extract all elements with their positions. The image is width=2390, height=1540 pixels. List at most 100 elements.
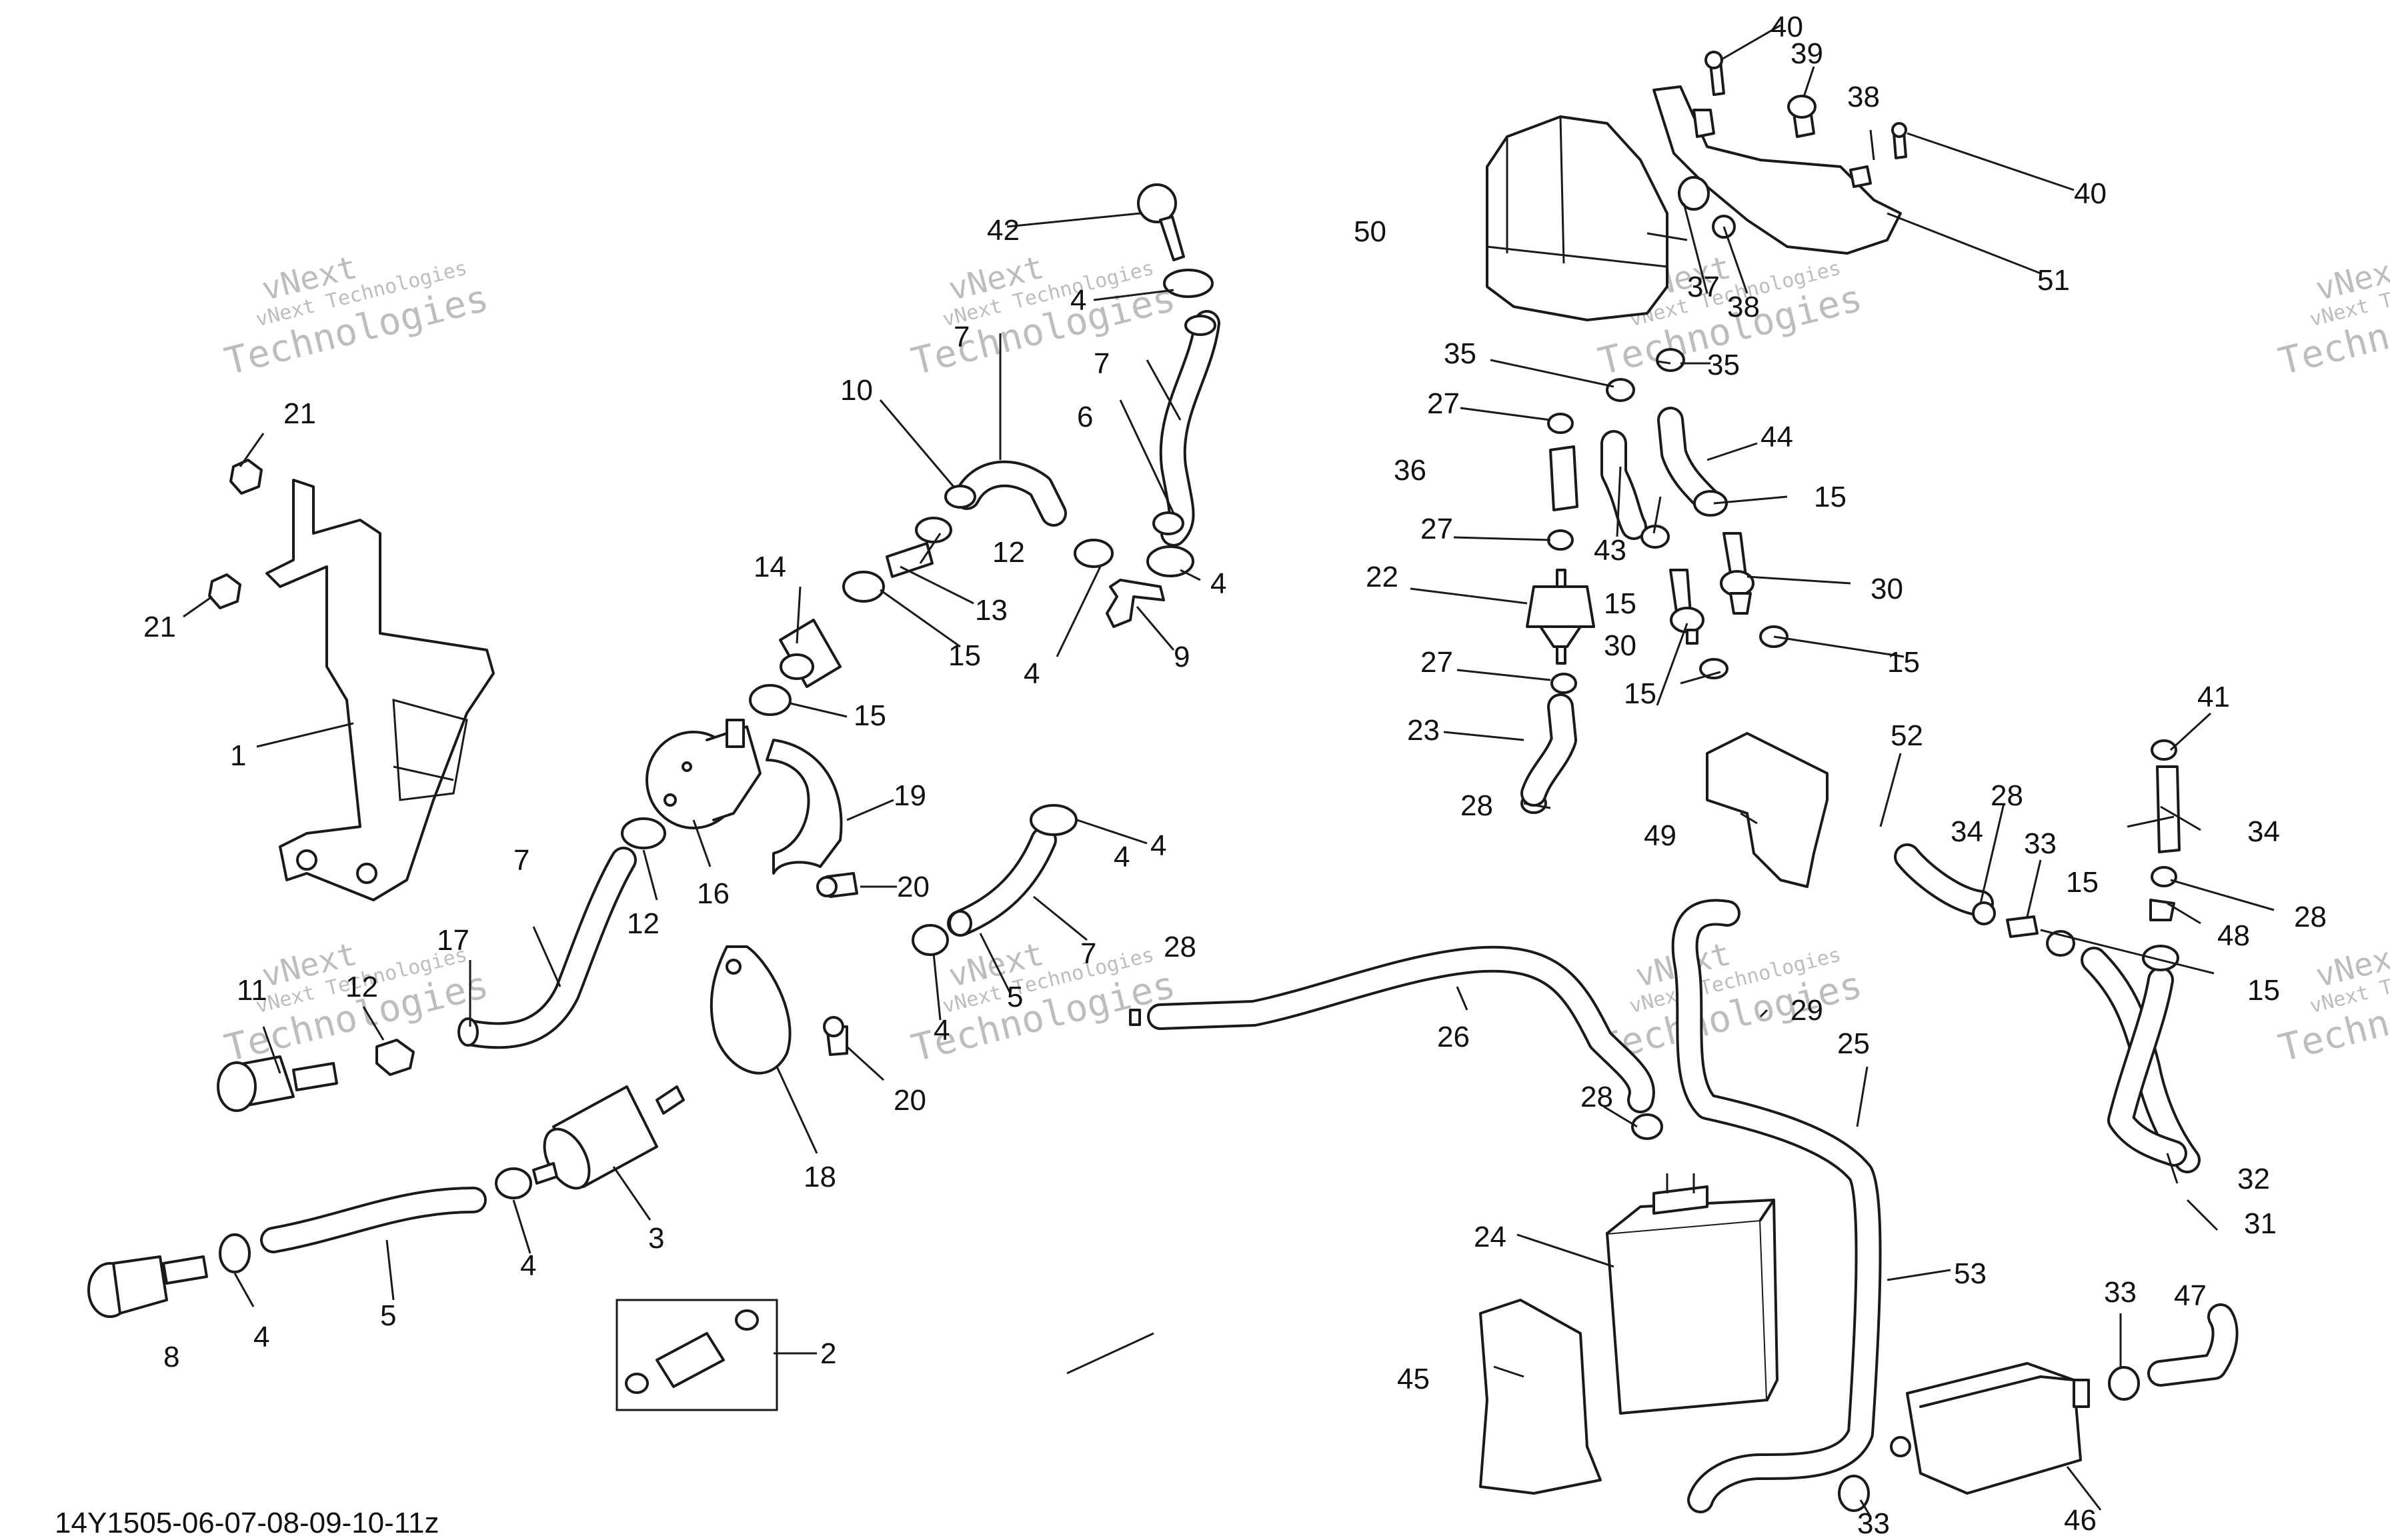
tank-bracket-part [1652, 85, 1902, 255]
callout-15: 15 [1604, 587, 1636, 620]
callout-47: 47 [2174, 1279, 2207, 1312]
callout-51: 51 [2037, 264, 2070, 297]
callout-3: 3 [648, 1222, 664, 1255]
watermark-7: vNext vNext Technologies Technologies [2275, 249, 2390, 384]
callout-7: 7 [1080, 937, 1096, 970]
callout-26: 26 [1437, 1021, 1470, 1053]
callout-33: 33 [2024, 827, 2057, 860]
callout-21: 21 [283, 397, 316, 430]
callout-4: 4 [253, 1321, 269, 1353]
callout-8: 8 [163, 1341, 179, 1373]
callout-11: 11 [237, 974, 267, 1007]
callout-35: 35 [1444, 337, 1476, 370]
check-valve-30-part [1720, 532, 1754, 615]
callout-46: 46 [2064, 1504, 2097, 1536]
callout-30: 30 [1604, 629, 1636, 662]
callout-28: 28 [1164, 931, 1196, 963]
callout-16: 16 [697, 877, 730, 910]
callout-labels: 1 2 3 4 4 4 4 4 4 4 4 5 5 6 7 7 7 7 8 9 … [143, 11, 2327, 1536]
callout-4: 4 [1210, 567, 1226, 600]
callout-28: 28 [1580, 1081, 1613, 1113]
banjo-fitting-part [1137, 183, 1177, 223]
callout-28: 28 [1460, 789, 1493, 822]
leader-lines [183, 24, 2275, 1517]
callout-9: 9 [1174, 641, 1190, 673]
fuel-pump-part [646, 719, 762, 829]
callout-28: 28 [1991, 779, 2023, 812]
callout-4: 4 [1150, 829, 1166, 862]
callout-4: 4 [1024, 657, 1040, 690]
bracket-part [265, 479, 495, 901]
canister-shield-part [1479, 1299, 1602, 1495]
callout-20: 20 [894, 1084, 926, 1117]
callout-15: 15 [1887, 646, 1920, 679]
callout-37: 37 [1687, 271, 1720, 303]
callout-43: 43 [1594, 534, 1626, 567]
callout-33: 33 [1857, 1507, 1890, 1536]
callout-45: 45 [1397, 1363, 1430, 1395]
callout-5: 5 [1007, 981, 1023, 1013]
callout-15: 15 [854, 699, 886, 732]
callout-27: 27 [1427, 387, 1460, 420]
callout-6: 6 [1077, 401, 1093, 433]
nut-21-upper-part [229, 459, 263, 495]
callout-40: 40 [1770, 11, 1803, 43]
pump-bracket-part [766, 739, 843, 875]
evap-canister-part [1606, 1173, 1778, 1415]
callout-28: 28 [2294, 901, 2327, 933]
nut-21-lower-part [208, 573, 241, 609]
callout-4: 4 [934, 1014, 950, 1047]
callout-14: 14 [754, 551, 786, 583]
callout-32: 32 [2237, 1163, 2270, 1195]
callout-35: 35 [1707, 349, 1740, 381]
filter-kit-box [616, 1299, 778, 1411]
connector-8-part [87, 1255, 208, 1318]
callout-31: 31 [2244, 1207, 2277, 1240]
callout-25: 25 [1837, 1027, 1870, 1060]
callout-50: 50 [1354, 215, 1386, 248]
callout-33: 33 [2104, 1276, 2137, 1309]
callout-48: 48 [2217, 919, 2250, 952]
callout-27: 27 [1420, 646, 1453, 679]
callout-30: 30 [1871, 573, 1903, 605]
callout-15: 15 [2247, 974, 2280, 1007]
callout-15: 15 [948, 639, 981, 672]
fuel-filter-part [532, 1085, 685, 1190]
callout-20: 20 [897, 871, 930, 903]
callout-10: 10 [840, 374, 873, 407]
quick-connector-11-part [217, 1055, 338, 1112]
callout-49: 49 [1644, 819, 1676, 852]
callout-19: 19 [894, 779, 926, 812]
callout-5: 5 [380, 1299, 396, 1332]
callout-41: 41 [2197, 681, 2230, 713]
callout-22: 22 [1366, 561, 1398, 593]
callout-7: 7 [513, 844, 529, 877]
callout-15: 15 [1814, 481, 1847, 513]
callout-15: 15 [1624, 677, 1656, 710]
callout-2: 2 [820, 1337, 836, 1370]
callout-4: 4 [1070, 284, 1086, 317]
callout-12: 12 [345, 971, 378, 1003]
p-clip-part [710, 945, 792, 1075]
callout-17: 17 [437, 924, 469, 957]
fuel-tank-part [1486, 115, 1668, 321]
callout-12: 12 [627, 907, 660, 940]
callout-53: 53 [1954, 1257, 1987, 1290]
callout-15: 15 [2066, 866, 2099, 899]
callout-36: 36 [1394, 454, 1426, 487]
callout-38: 38 [1727, 291, 1760, 323]
callout-23: 23 [1407, 714, 1440, 747]
harness-bracket-part [1706, 732, 1829, 888]
callout-40: 40 [2074, 177, 2107, 210]
document-code: 14Y1505-06-07-08-09-10-11z [55, 1507, 439, 1539]
callout-18: 18 [804, 1161, 836, 1193]
callout-27: 27 [1420, 513, 1453, 545]
callout-13: 13 [975, 594, 1008, 627]
callout-34: 34 [2247, 815, 2280, 848]
watermark-1: vNext vNext Technologies Technologies [221, 249, 493, 384]
vapor-valve-part [1526, 569, 1595, 665]
filter-box-46-part [1890, 1362, 2090, 1495]
callout-4: 4 [1114, 841, 1130, 873]
callout-4: 4 [520, 1249, 536, 1282]
